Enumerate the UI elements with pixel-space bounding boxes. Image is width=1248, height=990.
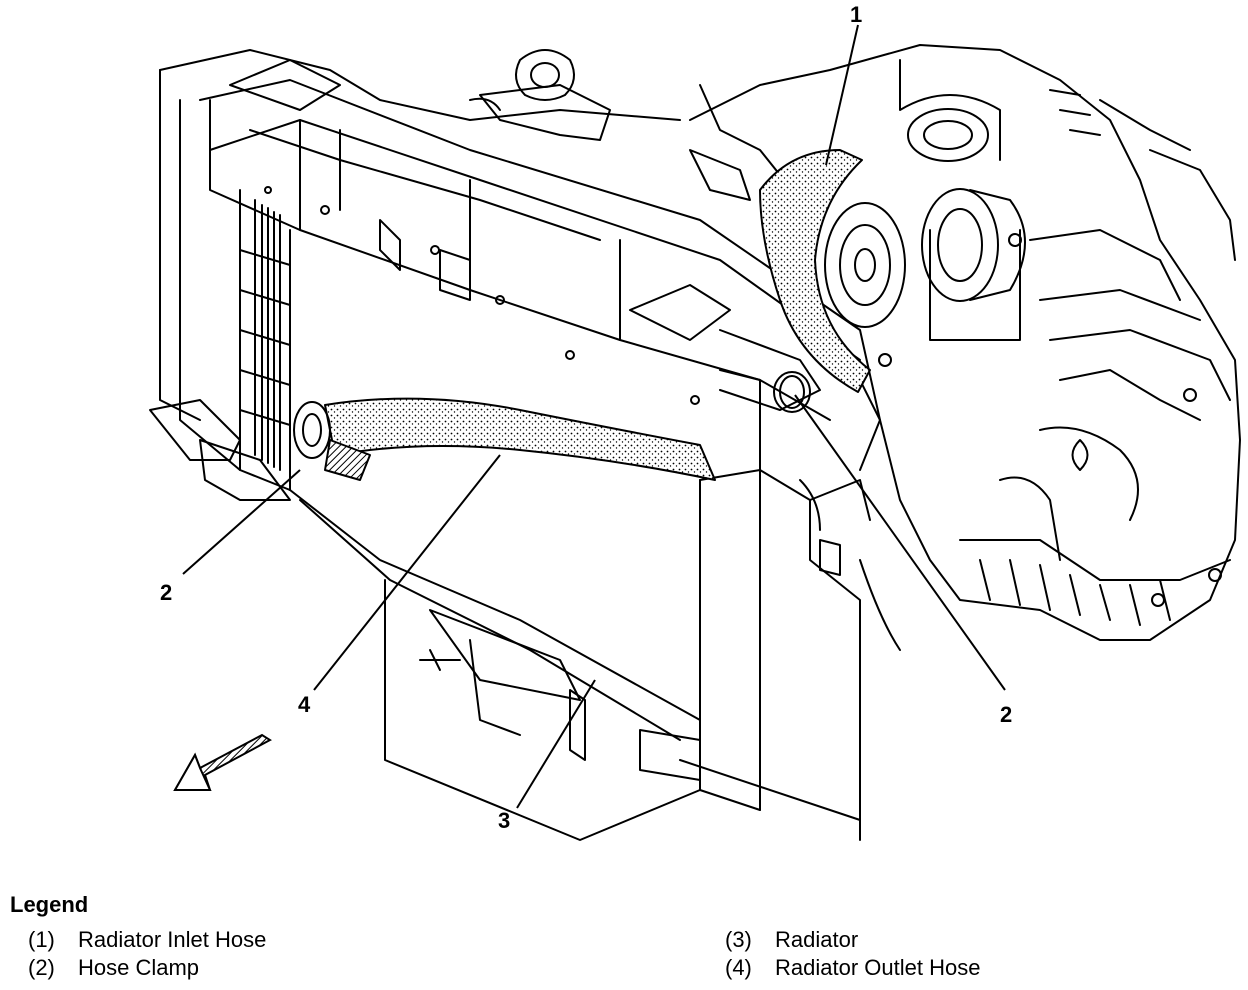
- legend-item-label: Radiator Inlet Hose: [78, 927, 267, 952]
- engine-assembly: [689, 44, 1241, 641]
- front-direction-arrow-icon: [173, 733, 272, 791]
- radiator-inlet-hose: [759, 149, 871, 393]
- legend-item-number: (3): [725, 927, 752, 952]
- callout-leader-3: [516, 679, 596, 809]
- legend-item-2: (2) Hose Clamp: [28, 955, 199, 981]
- callout-2-left: 2: [160, 580, 172, 605]
- legend-item-1: (1) Radiator Inlet Hose: [28, 927, 266, 953]
- radiator-hose-illustration: 1 2 2 3 4: [149, 2, 1241, 841]
- callout-3: 3: [498, 808, 510, 833]
- legend-item-number: (1): [28, 927, 55, 952]
- legend-item-3: (3) Radiator: [725, 927, 858, 953]
- legend-item-number: (2): [28, 955, 55, 980]
- callout-leader-2-left: [182, 469, 301, 575]
- legend: Legend (1) Radiator Inlet Hose (2) Hose Cl…: [10, 892, 1240, 987]
- legend-item-4: (4) Radiator Outlet Hose: [725, 955, 980, 981]
- legend-item-number: (4): [725, 955, 752, 980]
- callout-leader-1: [825, 24, 859, 166]
- callout-leader-4: [313, 454, 501, 691]
- hose-clamp-right: [779, 375, 805, 409]
- callout-leader-2-right: [794, 394, 1006, 691]
- hose-clamp-left: [293, 401, 371, 481]
- callout-2-right: 2: [1000, 702, 1012, 727]
- callout-4: 4: [298, 692, 311, 717]
- radiator-support: [159, 49, 881, 471]
- callout-1: 1: [850, 2, 862, 27]
- radiator-outlet-hose: [324, 397, 716, 481]
- legend-title: Legend: [10, 892, 89, 917]
- legend-item-label: Radiator Outlet Hose: [775, 955, 981, 980]
- legend-item-label: Hose Clamp: [78, 955, 200, 980]
- legend-item-label: Radiator: [775, 927, 859, 952]
